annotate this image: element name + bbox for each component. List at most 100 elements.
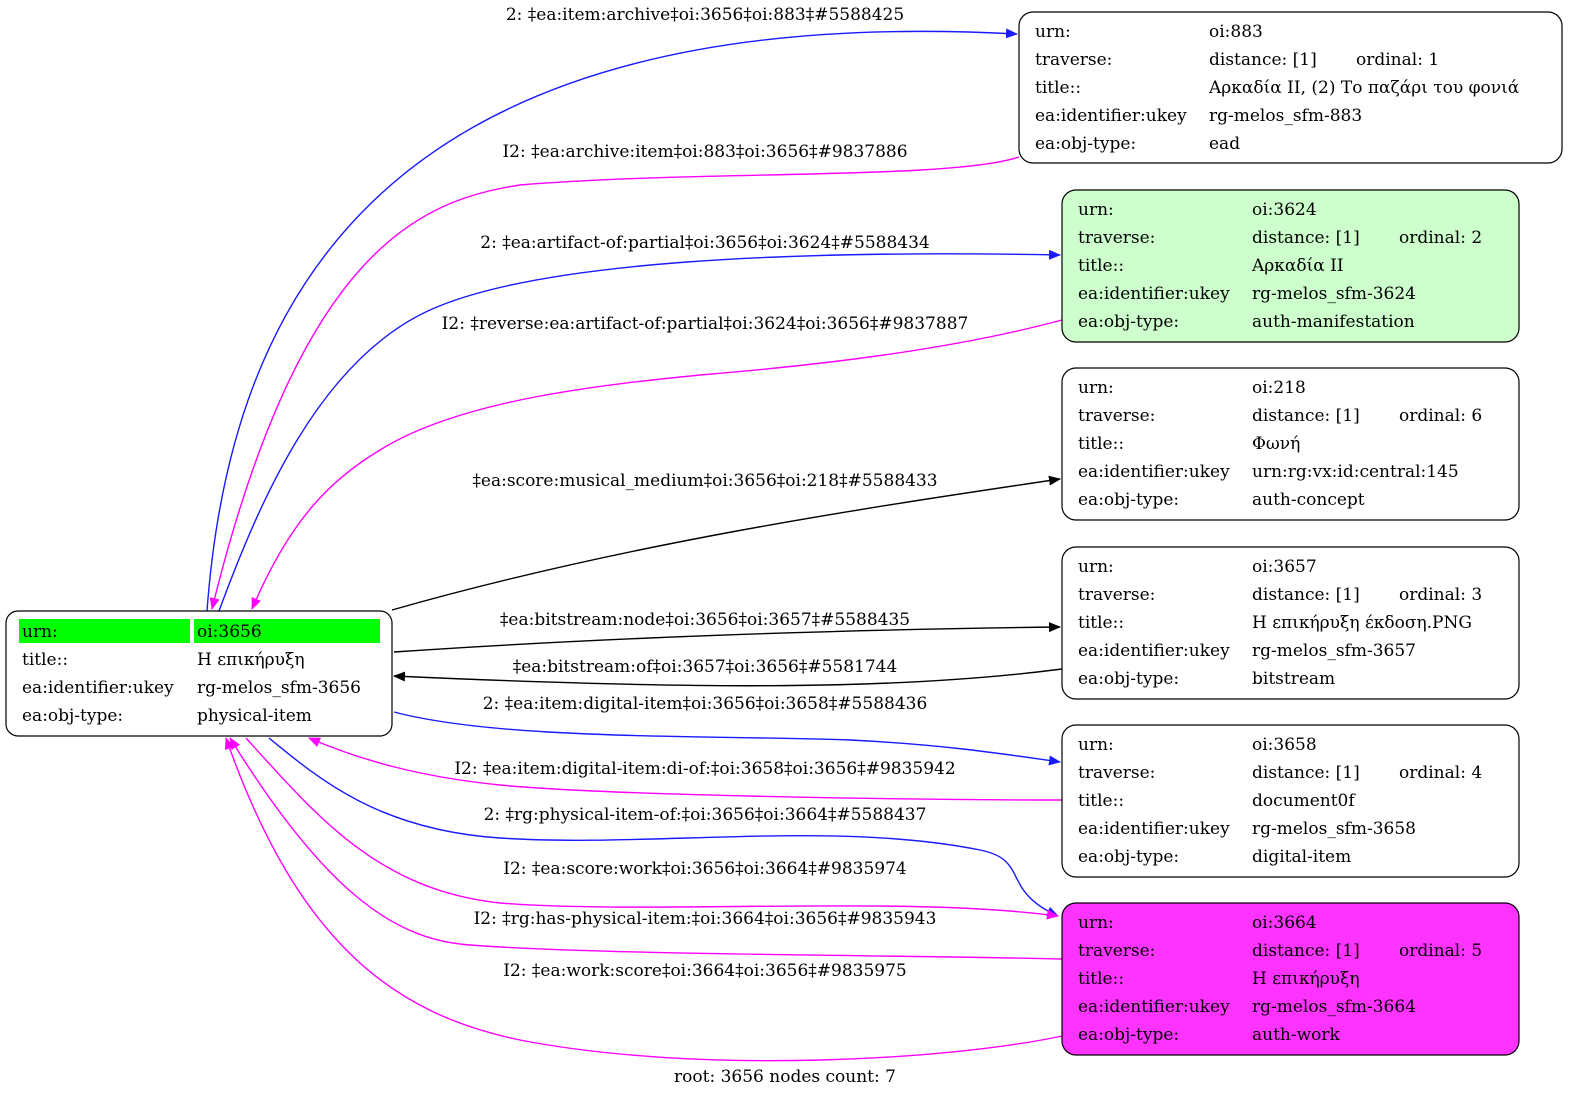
node-field-value: ead: [1209, 134, 1240, 154]
edge-label: ‡ea:bitstream:node‡oi:3656‡oi:3657‡#5588…: [500, 610, 910, 630]
node-field-value: bitstream: [1252, 669, 1335, 689]
node-field-value: rg-melos_sfm-3664: [1252, 997, 1416, 1017]
edge-label: 2: ‡ea:item:archive‡oi:3656‡oi:883‡#5588…: [506, 5, 904, 25]
node-field-label: ea:identifier:ukey: [1078, 462, 1230, 482]
footer-caption: root: 3656 nodes count: 7: [674, 1067, 896, 1087]
node-field-label: traverse:: [1078, 763, 1155, 783]
edge-plain: [393, 622, 1061, 653]
edge-forward: [218, 249, 1061, 612]
root-field-label: urn:: [22, 622, 58, 642]
node-field-label: title::: [1078, 613, 1124, 633]
edge-label: 2: ‡ea:artifact-of:partial‡oi:3656‡oi:36…: [480, 233, 929, 253]
node-field-label: urn:: [1078, 913, 1114, 933]
node-box: [1061, 724, 1520, 878]
node-field-ordinal: ordinal: 5: [1399, 941, 1482, 961]
node-field-ordinal: ordinal: 4: [1399, 763, 1482, 783]
root-field-value: oi:3656: [197, 622, 262, 642]
node-field-label: urn:: [1078, 378, 1114, 398]
node-field-label: ea:identifier:ukey: [1078, 819, 1230, 839]
node-field-value: urn:rg:vx:id:central:145: [1252, 462, 1459, 482]
root-urn-label-highlight: [19, 619, 190, 643]
node-field-label: title::: [1078, 434, 1124, 454]
node-field-value: Αρκαδία ΙΙ: [1251, 256, 1344, 276]
node-field-label: title::: [1078, 256, 1124, 276]
node-field-value: auth-manifestation: [1252, 312, 1415, 332]
node-box: [1061, 367, 1520, 521]
node-field-value: Η επικήρυξη: [1252, 969, 1360, 989]
node-field-label: urn:: [1078, 735, 1114, 755]
root-field-value: rg-melos_sfm-3656: [197, 678, 361, 698]
edge-inverse: [224, 737, 1063, 1062]
node-field-value: Φωνή: [1252, 434, 1300, 454]
edge-labels-layer: 2: ‡ea:item:archive‡oi:3656‡oi:883‡#5588…: [442, 5, 969, 981]
node-field-value: rg-melos_sfm-883: [1209, 106, 1362, 126]
graph-node[interactable]: urn: oi:3657 traverse: distance: [1] ordinal…: [1061, 546, 1520, 700]
node-field-label: ea:obj-type:: [1078, 490, 1179, 510]
node-box: [1061, 902, 1520, 1056]
edge-label: I2: ‡ea:score:work‡oi:3656‡oi:3664‡#9835…: [503, 859, 906, 879]
node-field-label: ea:identifier:ukey: [1078, 284, 1230, 304]
node-field-value: distance: [1]: [1252, 585, 1360, 605]
node-field-label: traverse:: [1078, 941, 1155, 961]
edge-inverse: [229, 737, 1063, 960]
node-field-label: traverse:: [1078, 406, 1155, 426]
node-field-label: title::: [1078, 969, 1124, 989]
node-field-label: traverse:: [1078, 228, 1155, 248]
node-field-ordinal: ordinal: 3: [1399, 585, 1482, 605]
node-field-value: rg-melos_sfm-3658: [1252, 819, 1416, 839]
node-field-label: ea:obj-type:: [1078, 669, 1179, 689]
node-field-label: ea:identifier:ukey: [1078, 997, 1230, 1017]
node-field-value: auth-work: [1252, 1025, 1341, 1045]
node-field-label: ea:identifier:ukey: [1035, 106, 1187, 126]
root-field-label: title::: [22, 650, 68, 670]
node-field-value: oi:3657: [1252, 557, 1317, 577]
edge-inverse: [209, 156, 1020, 610]
node-field-value: rg-melos_sfm-3624: [1252, 284, 1416, 304]
node-field-value: auth-concept: [1252, 490, 1365, 510]
edge-label: ‡ea:bitstream:of‡oi:3657‡oi:3656‡#558174…: [513, 657, 898, 677]
node-field-ordinal: ordinal: 6: [1399, 406, 1482, 426]
node-field-value: distance: [1]: [1252, 228, 1360, 248]
node-field-value: oi:218: [1252, 378, 1306, 398]
node-field-value: Αρκαδία ΙΙ, (2) Το παζάρι του φονιά: [1208, 78, 1520, 98]
node-field-label: ea:identifier:ukey: [1078, 641, 1230, 661]
node-field-label: title::: [1035, 78, 1081, 98]
node-box: [1061, 546, 1520, 700]
edge-label: I2: ‡reverse:ea:artifact-of:partial‡oi:3…: [442, 314, 969, 334]
root-field-label: ea:obj-type:: [22, 706, 123, 726]
edge-inverse: [245, 737, 1059, 920]
edge-inverse: [251, 319, 1063, 610]
node-field-label: urn:: [1078, 200, 1114, 220]
edges-layer: [206, 28, 1063, 1062]
node-field-label: traverse:: [1078, 585, 1155, 605]
node-field-label: ea:obj-type:: [1078, 312, 1179, 332]
node-field-value: distance: [1]: [1252, 406, 1360, 426]
node-field-label: ea:obj-type:: [1078, 1025, 1179, 1045]
node-field-value: distance: [1]: [1209, 50, 1317, 70]
node-field-ordinal: ordinal: 1: [1356, 50, 1439, 70]
node-field-value: rg-melos_sfm-3657: [1252, 641, 1416, 661]
root-urn-value-highlight: [194, 619, 380, 643]
edge-plain: [393, 668, 1063, 687]
root-field-value: physical-item: [197, 706, 312, 726]
node-field-value: oi:3664: [1252, 913, 1317, 933]
node-field-label: traverse:: [1035, 50, 1112, 70]
root-field-label: ea:identifier:ukey: [22, 678, 174, 698]
node-box: [1018, 11, 1563, 164]
edge-inverse: [308, 737, 1063, 801]
edge-label: I2: ‡ea:item:digital-item:di-of:‡oi:3658…: [454, 759, 955, 779]
edge-plain: [391, 475, 1061, 611]
edge-label: I2: ‡rg:has-physical-item:‡oi:3664‡oi:36…: [474, 909, 937, 929]
edge-label: ‡ea:score:musical_medium‡oi:3656‡oi:218‡…: [472, 471, 937, 491]
node-field-value: Η επικήρυξη έκδοση.PNG: [1252, 613, 1472, 633]
node-field-label: urn:: [1078, 557, 1114, 577]
graph-node[interactable]: urn: oi:218 traverse: distance: [1] ordinal:…: [1061, 367, 1520, 521]
node-field-value: distance: [1]: [1252, 763, 1360, 783]
node-field-label: ea:obj-type:: [1078, 847, 1179, 867]
node-field-label: title::: [1078, 791, 1124, 811]
